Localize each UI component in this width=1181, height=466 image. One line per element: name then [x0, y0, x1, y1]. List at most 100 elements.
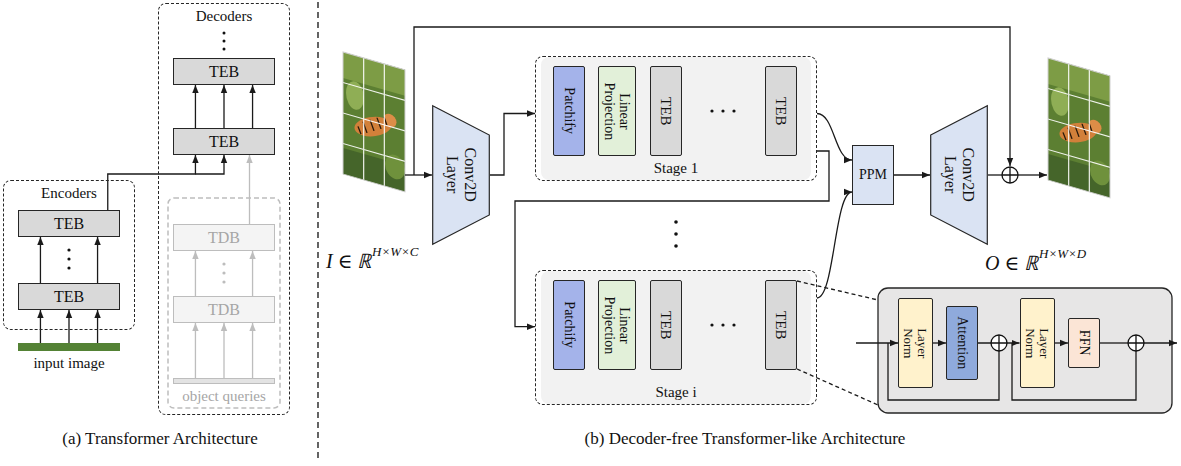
trapezoid-shape — [931, 106, 988, 245]
process-box: TEB — [765, 66, 797, 156]
add-circle — [1002, 167, 1018, 183]
dot — [67, 257, 70, 260]
panel-divider — [317, 2, 318, 458]
output-image — [1048, 58, 1110, 198]
dot — [710, 109, 713, 112]
dot — [222, 271, 225, 274]
greyed-box: TDB — [173, 296, 275, 323]
node-label: Layer Norm — [1023, 318, 1052, 368]
node-label: TEB — [773, 97, 790, 125]
norm-box: Layer Norm — [1020, 298, 1055, 388]
connector — [933, 343, 947, 344]
input-image — [343, 52, 405, 192]
node-label: Layer Norm — [901, 318, 930, 368]
node-label: TEB — [209, 63, 239, 81]
add-cross — [1002, 167, 1018, 183]
greyed-decoder-group — [168, 198, 280, 408]
connector-line — [108, 155, 196, 210]
tensor-label: I ∈ ℝ — [326, 250, 371, 273]
add-symbol — [1128, 335, 1144, 351]
conv-trapezoid: Conv2D Layer — [930, 105, 988, 245]
projection-box: Linear Projection — [598, 280, 636, 370]
patchify-box: Patchify — [553, 66, 585, 156]
connector — [1055, 343, 1069, 344]
wire — [1100, 342, 1128, 343]
dot — [732, 323, 735, 326]
trapezoid-shape — [433, 106, 490, 245]
group-heading: Encoders — [4, 185, 134, 202]
node-label: Patchify — [561, 302, 576, 349]
dot — [223, 40, 226, 43]
connector — [490, 114, 535, 176]
connector-line — [40, 310, 41, 343]
process-box: TEB — [18, 210, 120, 237]
connector — [195, 85, 252, 128]
add-cross — [991, 335, 1007, 351]
connector-line — [223, 323, 224, 378]
connector-line — [894, 174, 930, 175]
connector-line — [252, 85, 253, 128]
node-label: TEB — [209, 133, 239, 151]
node-label: Linear Projection — [602, 72, 633, 150]
connector-line — [195, 323, 196, 378]
ffn-box: FFN — [1068, 318, 1100, 368]
patchify-box: Patchify — [553, 280, 585, 370]
tensor-shape: H×W×D — [1039, 247, 1086, 262]
skip-wire — [414, 27, 1010, 175]
input-wire — [405, 174, 432, 175]
connector — [108, 155, 224, 210]
connector — [817, 114, 852, 161]
dot — [222, 280, 225, 283]
connector-line — [249, 155, 250, 224]
connector-line — [40, 237, 41, 283]
node-label: FFN — [1076, 330, 1091, 356]
query-bar: object queries — [173, 378, 275, 384]
stage-box: Patchify Linear Projection TEB TEB Stage 1 — [535, 56, 817, 181]
node-label: Linear Projection — [602, 286, 633, 364]
node-label: input image — [33, 355, 104, 372]
attention-box: Attention — [946, 306, 978, 380]
add-cross — [1128, 335, 1144, 351]
input-bar: input image — [18, 343, 120, 351]
process-box: TEB — [650, 280, 682, 370]
connector-line — [68, 310, 69, 343]
connector — [195, 251, 252, 296]
group-box: TEB TEB Encoders — [3, 180, 135, 330]
zoom-line — [797, 281, 878, 300]
connector-line — [933, 342, 947, 343]
connector-line — [195, 251, 196, 296]
node-label: TDB — [208, 301, 240, 319]
connector-line — [490, 114, 535, 176]
connector — [40, 237, 97, 283]
output-wire — [1018, 174, 1047, 175]
group-heading: Stage 1 — [536, 160, 816, 177]
node-label: TEB — [658, 97, 675, 125]
dot — [222, 262, 225, 265]
connector — [195, 323, 252, 378]
detail-output-wire — [1144, 342, 1177, 343]
dot — [674, 220, 678, 224]
connector-line — [817, 114, 852, 161]
wires — [405, 27, 1177, 405]
add-circle — [991, 335, 1007, 351]
connector-line — [223, 85, 224, 128]
norm-box: Layer Norm — [898, 298, 933, 388]
dot — [223, 48, 226, 51]
figure-caption: (a) Transformer Architecture — [62, 429, 257, 449]
node-label: Conv2D Layer — [443, 140, 478, 210]
node-label: Conv2D Layer — [941, 140, 976, 210]
tensor-shape: H×W×C — [372, 245, 418, 260]
connector-line — [97, 310, 98, 343]
dot — [223, 32, 226, 35]
ppm-box: PPM — [852, 145, 894, 205]
wire — [988, 174, 1002, 175]
node-label: TEB — [54, 288, 84, 306]
connector — [40, 310, 97, 343]
dot — [674, 244, 678, 248]
node-label: Attention — [954, 317, 969, 370]
dot — [721, 323, 724, 326]
connector — [249, 155, 250, 224]
connector-line — [195, 155, 224, 174]
connector-line — [1055, 342, 1069, 343]
figure-caption: (b) Decoder-free Transformer-like Archit… — [585, 429, 906, 449]
